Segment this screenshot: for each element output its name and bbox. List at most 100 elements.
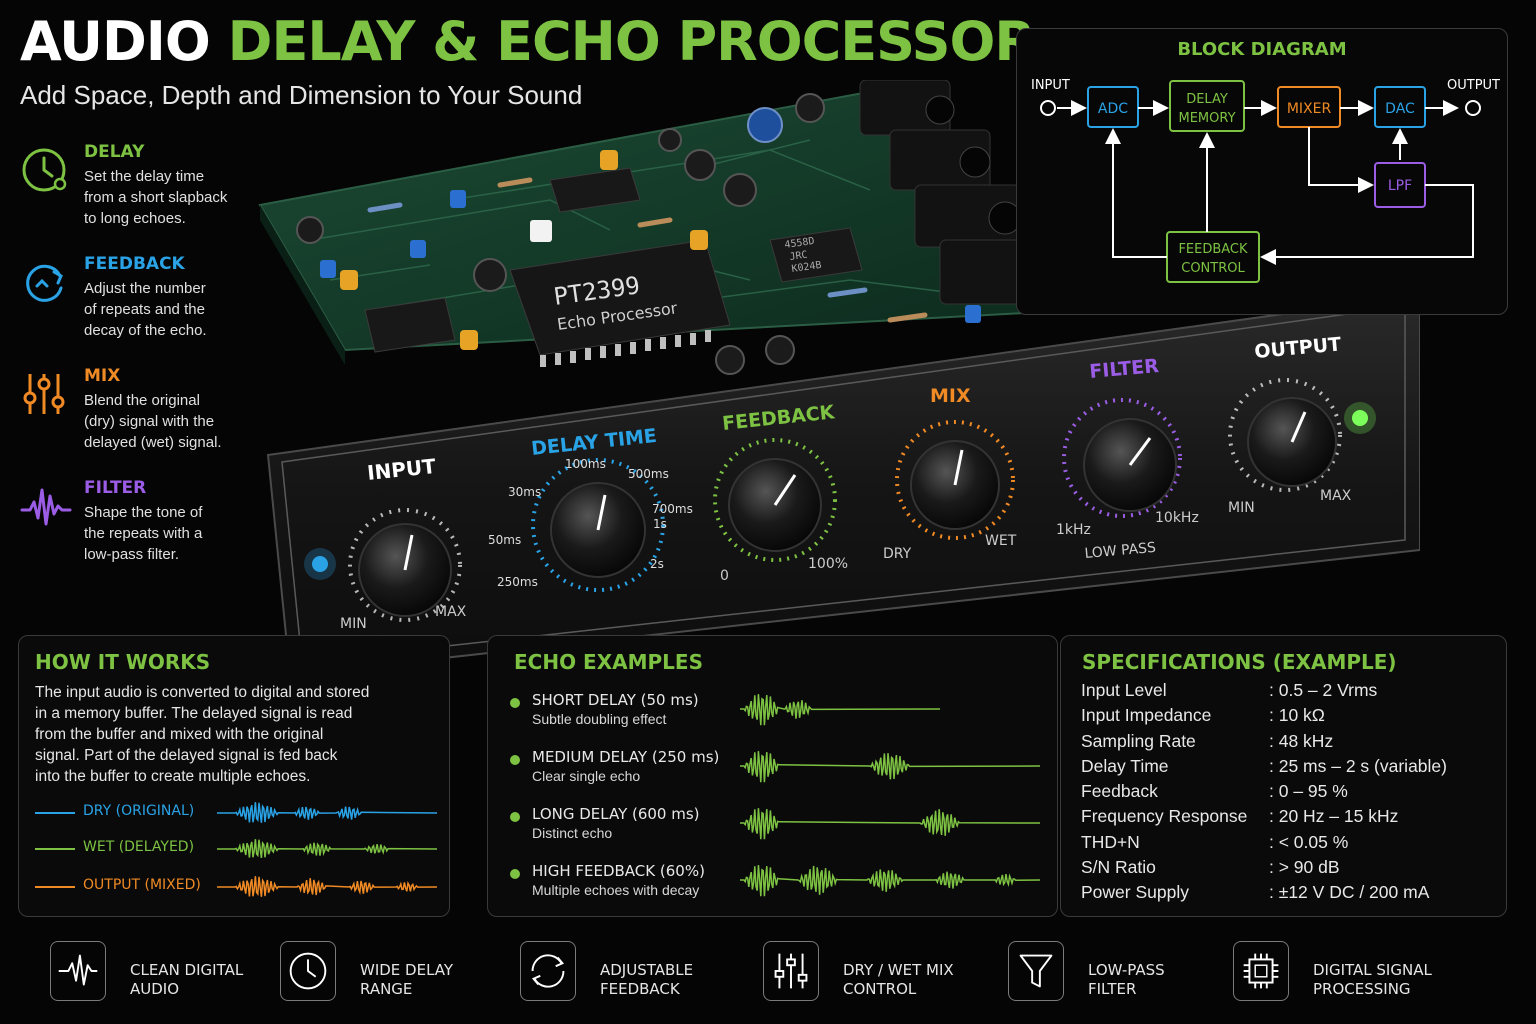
ic-marking: JRC <box>789 250 808 263</box>
echo-waveform <box>740 751 1040 783</box>
spec-value: : 48 kHz <box>1269 730 1334 751</box>
signal-row-output: OUTPUT (MIXED) <box>35 874 437 898</box>
input-knob[interactable]: INPUT MIN MAX <box>340 454 467 632</box>
text-line: signal. Part of the delayed signal is fe… <box>35 747 338 764</box>
front-panel <box>266 293 1420 677</box>
echo-waveform <box>740 808 1040 840</box>
page-subtitle: Add Space, Depth and Dimension to Your S… <box>20 80 583 110</box>
loop-icon <box>520 941 576 1001</box>
power-led-blue <box>312 556 328 572</box>
block-diagram: INPUT ADC DELAY MEMORY MIXER DAC OUTPUT … <box>1031 78 1500 283</box>
title-green: DELAY & ECHO PROCESSOR <box>227 10 1036 73</box>
op-amp-chip <box>769 227 863 283</box>
signal-label: OUTPUT (MIXED) <box>83 877 201 893</box>
feature-desc-line: (dry) signal with the <box>84 413 215 430</box>
delay-memory-block <box>1169 80 1245 132</box>
waveform-icon <box>50 941 106 1001</box>
spec-row: S/N Ratio: > 90 dB <box>1081 857 1491 882</box>
echo-waveform <box>740 865 1040 897</box>
filter-knob[interactable]: FILTER 1kHz 10kHz LOW PASS <box>1056 355 1199 562</box>
legend-line <box>35 886 75 888</box>
spec-value: : 0 – 95 % <box>1269 781 1348 802</box>
block-diagram-panel: BLOCK DIAGRAM INPUT ADC DELAY MEMORY MIX… <box>1016 28 1508 315</box>
feature-list: DELAY Set the delay time from a short sl… <box>20 140 260 588</box>
label-line: CONTROL <box>843 980 917 998</box>
feature-desc: Shape the tone of the repeats with a low… <box>84 502 260 565</box>
memory-label: MEMORY <box>1178 111 1235 126</box>
lpf-label: LPF <box>1388 178 1412 194</box>
knob-min: DRY <box>883 546 912 562</box>
feature-name: MIX <box>84 366 121 386</box>
feature-delay: DELAY Set the delay time from a short sl… <box>20 142 260 252</box>
waveform-icon <box>20 488 72 526</box>
label-line: ADJUSTABLE <box>600 961 694 979</box>
block-diagram-title: BLOCK DIAGRAM <box>1177 39 1347 60</box>
echo-example-short: SHORT DELAY (50 ms) Subtle doubling effe… <box>510 691 1040 739</box>
legend-line <box>35 848 75 850</box>
knob-min: 1kHz <box>1056 522 1091 538</box>
sliders-icon <box>23 374 65 414</box>
feature-desc-line: delayed (wet) signal. <box>84 434 222 451</box>
chip-pins <box>540 330 711 367</box>
spec-row: Frequency Response: 20 Hz – 15 kHz <box>1081 806 1491 831</box>
echo-example-feedback: HIGH FEEDBACK (60%) Multiple echoes with… <box>510 862 1040 910</box>
spec-row: Feedback: 0 – 95 % <box>1081 781 1491 806</box>
spec-key: Delay Time <box>1081 755 1169 776</box>
delay-tick: 700ms <box>652 502 693 516</box>
echo-name: HIGH FEEDBACK (60%) <box>532 862 705 880</box>
spec-value: : < 0.05 % <box>1269 831 1349 852</box>
echo-name: LONG DELAY (600 ms) <box>532 805 700 823</box>
signal-label: DRY (ORIGINAL) <box>83 803 195 819</box>
ic-socket <box>549 167 641 213</box>
feature-desc-line: from a short slapback <box>84 189 228 206</box>
knob-max: WET <box>985 533 1017 549</box>
mix-knob[interactable]: MIX DRY WET <box>883 385 1017 562</box>
label-line: DRY / WET MIX <box>843 961 954 979</box>
delay-tick: 50ms <box>488 533 521 547</box>
echo-example-medium: MEDIUM DELAY (250 ms) Clear single echo <box>510 748 1040 796</box>
spec-value: : 0.5 – 2 Vrms <box>1269 680 1378 700</box>
spec-value: : ±12 V DC / 200 mA <box>1269 882 1430 903</box>
feature-name: FEEDBACK <box>84 254 185 274</box>
spec-value: : > 90 dB <box>1269 857 1340 878</box>
feature-desc-line: decay of the echo. <box>84 322 207 339</box>
pcb-edge <box>260 205 345 365</box>
bullet-dot <box>510 812 520 822</box>
label-line: FEEDBACK <box>600 980 680 998</box>
spec-key: Input Impedance <box>1081 705 1212 726</box>
title-white: AUDIO <box>20 10 211 73</box>
mixer-label: MIXER <box>1287 101 1332 117</box>
echo-example-long: LONG DELAY (600 ms) Distinct echo <box>510 805 1040 853</box>
film-caps <box>320 150 981 350</box>
label-line: RANGE <box>360 980 413 998</box>
spec-row: Sampling Rate: 48 kHz <box>1081 731 1491 756</box>
how-it-works-title: HOW IT WORKS <box>35 650 211 674</box>
status-led-green-glow <box>1344 402 1376 434</box>
spec-row: Input Impedance: 10 kΩ <box>1081 705 1491 730</box>
how-it-works-panel: HOW IT WORKS The input audio is converte… <box>18 635 450 917</box>
feature-desc-line: Blend the original <box>84 392 200 409</box>
knob-label: MIX <box>930 385 971 407</box>
text-line: into the buffer to create multiple echoe… <box>35 768 311 785</box>
feature-name: FILTER <box>84 478 147 498</box>
text-line: from the buffer and mixed with the origi… <box>35 726 324 743</box>
echo-examples-panel: ECHO EXAMPLES SHORT DELAY (50 ms) Subtle… <box>487 635 1058 917</box>
dry-waveform <box>217 802 437 823</box>
label-line: DIGITAL SIGNAL <box>1313 961 1432 979</box>
spec-key: THD+N <box>1081 831 1140 852</box>
dac-label: DAC <box>1385 101 1415 117</box>
filter-sub: LOW PASS <box>1084 540 1157 562</box>
knob-min: MIN <box>340 616 367 632</box>
feature-desc-line: of repeats and the <box>84 301 205 318</box>
diagram-input-label: INPUT <box>1031 78 1070 93</box>
how-it-works-text: The input audio is converted to digital … <box>35 682 435 787</box>
knob-max: 10kHz <box>1155 510 1199 526</box>
loop-icon <box>26 264 63 302</box>
output-terminal <box>1465 100 1481 116</box>
memory-label: DELAY <box>1186 92 1228 107</box>
